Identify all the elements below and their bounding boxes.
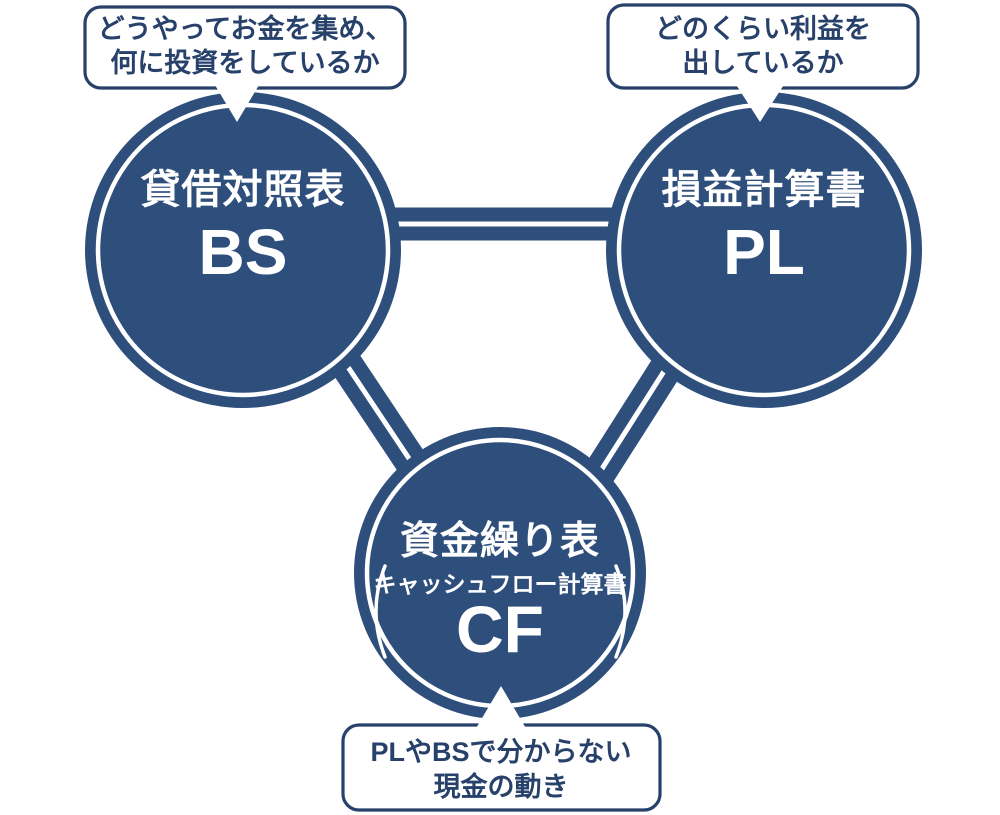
cf-circle <box>354 427 646 719</box>
cf-callout-line1: PLやBSで分からない <box>370 737 631 767</box>
cf-callout-line2: 現金の動き <box>434 771 569 802</box>
bs-callout: どうやってお金を集め、 何に投資をしているか <box>83 5 407 122</box>
bs-circle <box>85 92 401 408</box>
pl-callout-line1: どのくらい利益を <box>655 14 871 44</box>
cf-title: 資金繰り表 <box>400 519 600 563</box>
pl-title: 損益計算書 <box>662 168 867 212</box>
cf-parenthesis-left <box>374 564 387 659</box>
bs-callout-tail <box>212 80 262 122</box>
bs-title: 貸借対照表 <box>141 168 346 212</box>
bs-callout-line1: どうやってお金を集め、 <box>98 13 393 44</box>
cf-callout-tail <box>475 686 527 730</box>
pl-callout-line2: 出しているか <box>682 48 843 78</box>
pl-abbr: PL <box>723 216 805 288</box>
pl-callout: どのくらい利益を 出しているか <box>606 3 920 122</box>
pl-circle <box>606 92 922 408</box>
bs-callout-line2: 何に投資をしているか <box>110 48 379 78</box>
bs-abbr: BS <box>199 216 288 288</box>
cf-subtitle: キャッシュフロー計算書 <box>374 571 627 597</box>
cf-abbr: CF <box>456 592 544 666</box>
pl-callout-tail <box>733 80 787 122</box>
cf-callout: PLやBSで分からない 現金の動き <box>341 686 662 812</box>
cf-parenthesis-right <box>614 564 627 659</box>
